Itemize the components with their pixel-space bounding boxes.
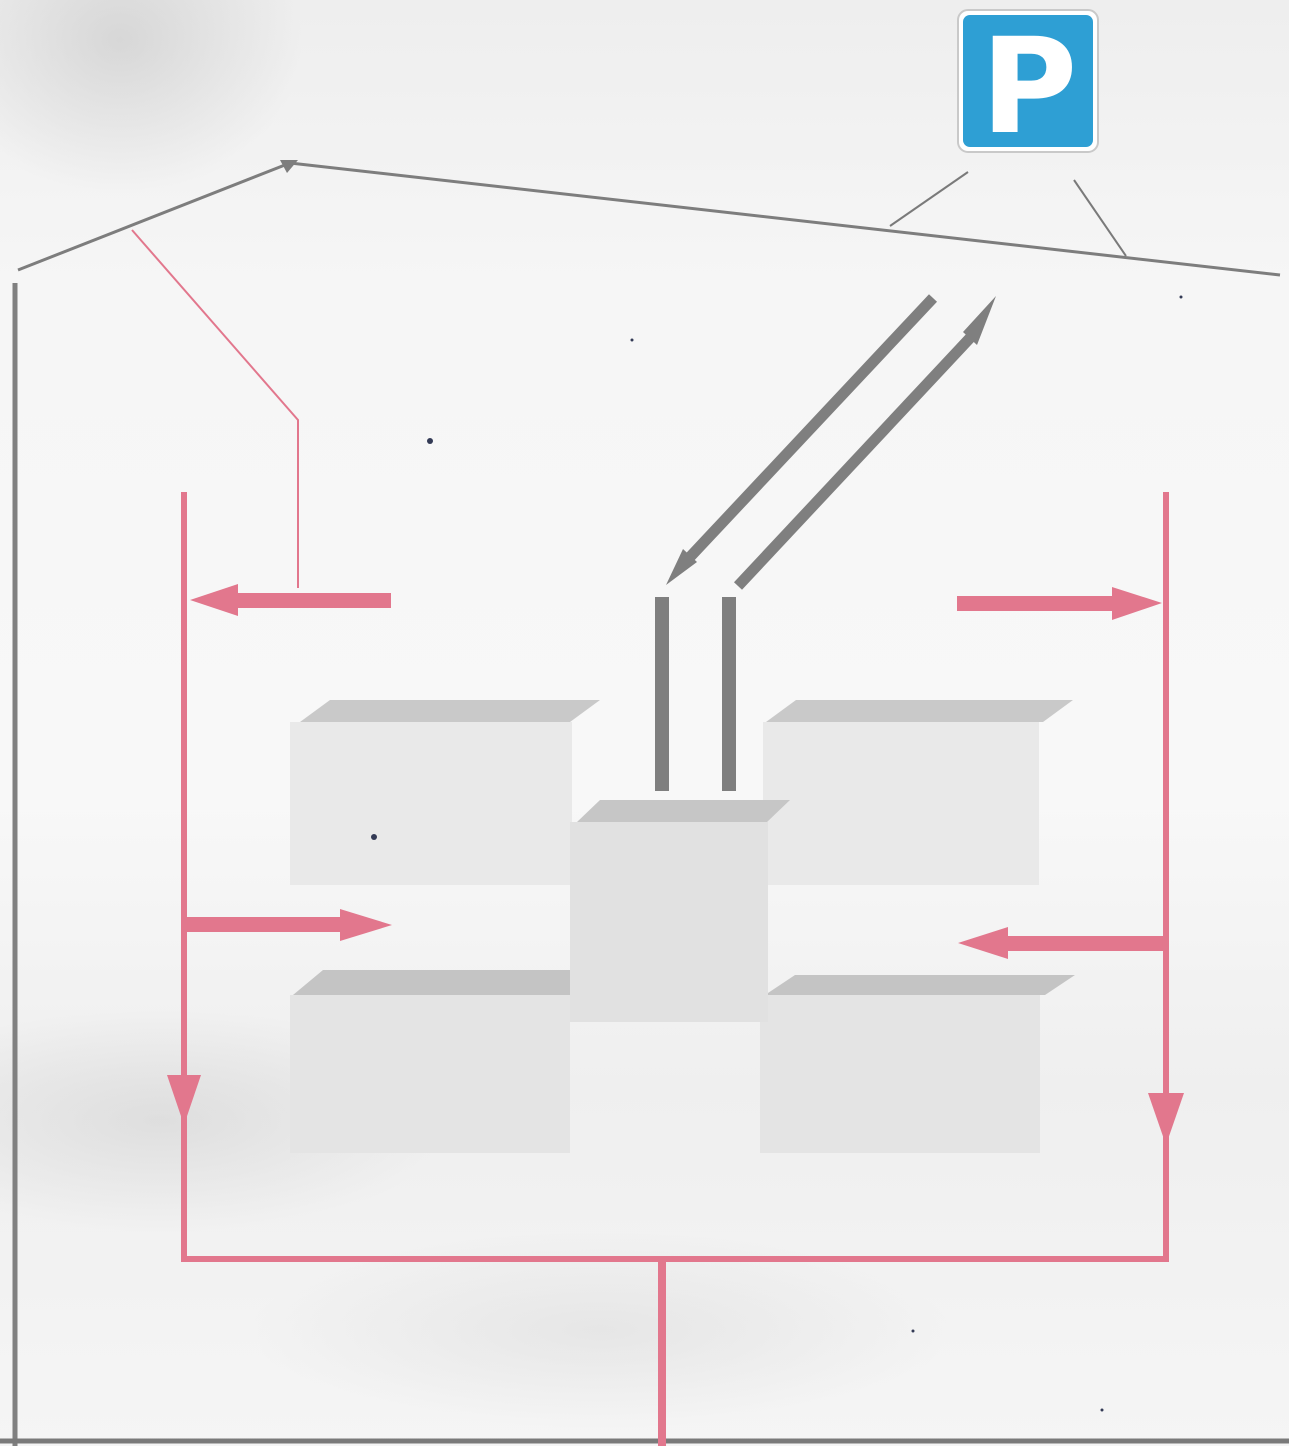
block-top-right (763, 722, 1039, 885)
block-center (570, 822, 768, 1022)
arrow-middle-right-head (958, 927, 1008, 959)
block-bottom-right-top (765, 975, 1075, 995)
block-top-left (290, 722, 572, 885)
leader-line (889, 171, 969, 227)
arrow-right-down-head (1148, 1093, 1184, 1145)
scan-specks (371, 295, 1183, 1412)
supply-air-arrows (167, 584, 1184, 1145)
roof-line-left (17, 161, 291, 272)
exhaust-shafts (655, 597, 736, 791)
speck (630, 338, 634, 342)
roof-line-right (289, 161, 1281, 277)
arrow-middle-left-shaft (187, 917, 350, 932)
exhaust-shaft-right (722, 597, 736, 791)
block-center-top (577, 800, 790, 822)
speck (1100, 1408, 1104, 1412)
parking-sign-icon: P (957, 9, 1099, 164)
diagonal-air-arrows (666, 294, 996, 590)
block-top-left-top (300, 700, 600, 722)
speck (371, 834, 377, 840)
inbound-diagonal-arrow (685, 294, 938, 561)
pink-leader-line (131, 229, 299, 588)
parking-sign-letter: P (981, 10, 1078, 164)
block-bottom-right (760, 995, 1040, 1153)
arrow-upper-right-head (1112, 587, 1162, 620)
exhaust-shaft-left (655, 597, 669, 791)
leader-line (1073, 179, 1127, 257)
parking-sign-leaders (889, 171, 1127, 257)
speck (427, 438, 433, 444)
arrow-upper-right-shaft (957, 596, 1125, 611)
speck (911, 1329, 915, 1333)
arrow-left-down-head (167, 1075, 201, 1125)
arrow-upper-left-head (190, 584, 238, 616)
building-outline (0, 160, 1289, 1446)
speck (1179, 295, 1183, 299)
arrow-middle-right-shaft (1000, 936, 1166, 951)
outbound-diagonal-arrow (733, 334, 975, 590)
inbound-arrowhead (666, 549, 697, 585)
outbound-arrowhead (963, 296, 996, 345)
arrow-middle-left-head (340, 909, 392, 941)
block-bottom-left-top (293, 970, 600, 995)
arrow-upper-left-shaft (225, 593, 391, 608)
parking-sign-background (963, 15, 1093, 147)
block-bottom-left (290, 995, 570, 1153)
parking-blocks (290, 700, 1075, 1153)
block-top-right-top (766, 700, 1073, 722)
